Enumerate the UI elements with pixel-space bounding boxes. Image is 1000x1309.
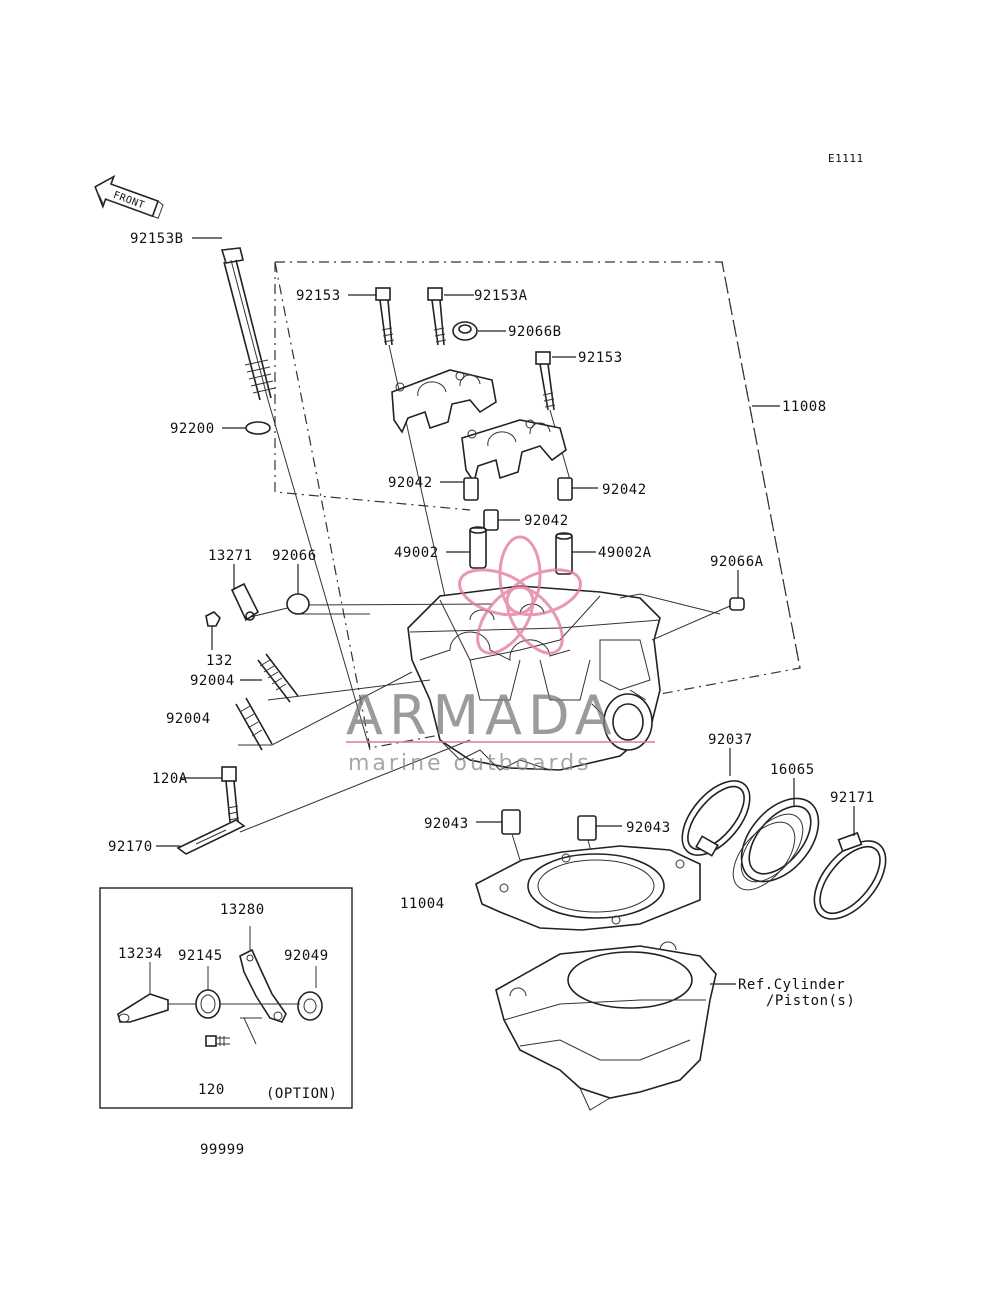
dowel-92042-b [557, 477, 573, 501]
bolt-120 [205, 1035, 230, 1047]
guide-49002A [555, 532, 573, 575]
label-92043-b: 92043 [626, 820, 671, 836]
label-92042-b: 92042 [602, 482, 647, 498]
clamp-92171 [813, 831, 887, 920]
label-92042-a: 92042 [388, 475, 433, 491]
label-16065: 16065 [770, 762, 815, 778]
bolt-92153-right [535, 351, 571, 481]
part-13234 [117, 993, 169, 1023]
watermark-tagline: marine outboards [348, 751, 592, 776]
bolt-120A [221, 766, 240, 823]
label-92145: 92145 [178, 948, 223, 964]
camshaft-cap-upper [391, 369, 497, 434]
plug-92066 [286, 593, 310, 615]
watermark-flower-icon [458, 535, 582, 655]
diagram-code: E1111 [828, 152, 864, 165]
seal-92049 [297, 991, 323, 1021]
label-13234: 13234 [118, 946, 163, 962]
assembly-outline-11008 [274, 261, 801, 749]
cap-92066A [729, 597, 745, 611]
label-99999: 99999 [200, 1142, 245, 1158]
watermark-brand: ARMADA [346, 684, 618, 747]
label-92200: 92200 [170, 421, 215, 437]
option-box [99, 887, 353, 1109]
label-92153B: 92153B [130, 231, 184, 247]
guide-92170 [176, 819, 246, 855]
label-option: (OPTION) [266, 1086, 337, 1102]
dowel-92042-a [463, 477, 479, 501]
label-92170: 92170 [108, 839, 153, 855]
dowel-92042-c [483, 509, 499, 531]
ref-cylinder [495, 941, 717, 1111]
label-92066: 92066 [272, 548, 317, 564]
label-92037: 92037 [708, 732, 753, 748]
clamp-92037 [681, 780, 751, 857]
front-arrow-icon: FRONT [94, 174, 164, 219]
washer-92200 [245, 421, 271, 435]
label-92171: 92171 [830, 790, 875, 806]
label-92042-c: 92042 [524, 513, 569, 529]
label-92004-b: 92004 [166, 711, 211, 727]
camshaft-cap-lower [461, 419, 567, 484]
bolt-92153A [427, 287, 447, 346]
label-11004: 11004 [400, 896, 445, 912]
stud-92153B [220, 247, 371, 751]
lever-13280 [239, 948, 287, 1023]
label-49002: 49002 [394, 545, 439, 561]
dowel-92043-a [501, 809, 521, 835]
intake-16065 [732, 797, 820, 891]
label-13280: 13280 [220, 902, 265, 918]
guide-49002 [469, 526, 487, 569]
label-13271: 13271 [208, 548, 253, 564]
label-11008: 11008 [782, 399, 827, 415]
label-92043-a: 92043 [424, 816, 469, 832]
label-132: 132 [206, 653, 233, 669]
label-120A: 120A [152, 771, 188, 787]
label-92066B: 92066B [508, 324, 562, 340]
spring-92145 [195, 989, 221, 1019]
leader-lines [156, 237, 855, 985]
label-92066A: 92066A [710, 554, 764, 570]
watermark: ARMADA marine outboards [346, 535, 655, 776]
label-92153A: 92153A [474, 288, 528, 304]
label-ref-piston: /Piston(s) [766, 993, 855, 1009]
stud-92004-a [257, 653, 299, 703]
gasket-11004 [475, 845, 701, 931]
label-49002A: 49002A [598, 545, 652, 561]
part-13271 [230, 582, 260, 622]
stud-92004-b [235, 697, 273, 751]
cylinder-head-11008 [407, 585, 661, 771]
label-92049: 92049 [284, 948, 329, 964]
seal-92066B [452, 321, 478, 341]
label-ref-cylinder: Ref.Cylinder [738, 977, 845, 993]
nut-132 [205, 611, 221, 627]
label-92153-right: 92153 [578, 350, 623, 366]
label-120: 120 [198, 1082, 225, 1098]
label-92004-a: 92004 [190, 673, 235, 689]
dowel-92043-b [577, 815, 597, 841]
label-92153: 92153 [296, 288, 341, 304]
